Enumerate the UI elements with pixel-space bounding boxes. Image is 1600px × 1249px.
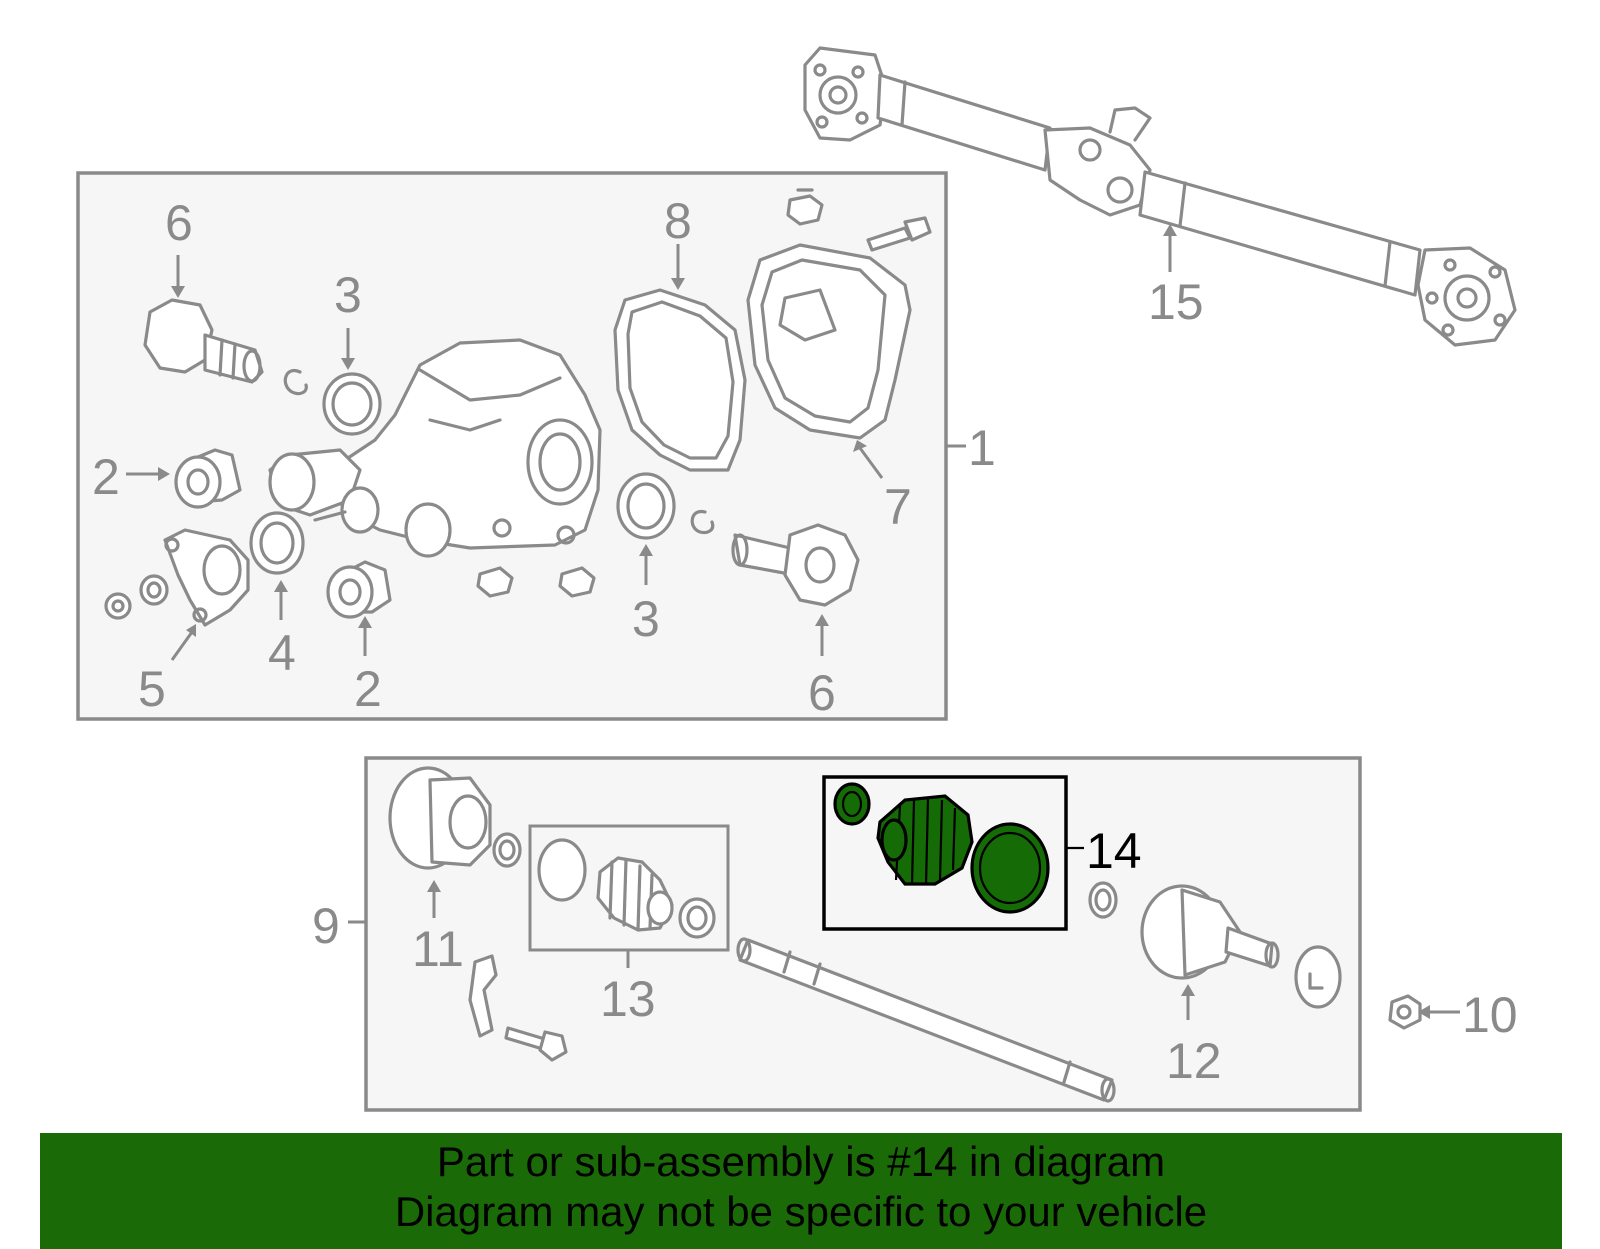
snap-ring-right[interactable] bbox=[690, 509, 715, 535]
callout-1: 1 bbox=[968, 420, 996, 476]
bracket-bolt[interactable] bbox=[504, 1026, 568, 1062]
callout-11: 11 bbox=[412, 921, 464, 977]
axle-nut-part-10[interactable] bbox=[1388, 994, 1422, 1030]
callout-8: 8 bbox=[664, 193, 692, 249]
axle-shaft[interactable] bbox=[736, 937, 1116, 1103]
banner-line-1: Part or sub-assembly is #14 in diagram bbox=[436, 1138, 1166, 1185]
differential-housing[interactable] bbox=[268, 338, 602, 558]
callout-12: 12 bbox=[1166, 1033, 1222, 1089]
callout-9: 9 bbox=[312, 898, 340, 954]
seal-part-4[interactable] bbox=[249, 511, 305, 575]
snap-ring-left[interactable] bbox=[283, 368, 308, 396]
banner-line-2: Diagram may not be specific to your vehi… bbox=[394, 1188, 1208, 1235]
vent-plug[interactable] bbox=[786, 188, 824, 226]
mount-bracket-part-5[interactable] bbox=[163, 528, 250, 627]
boot-kit-part-14-highlighted[interactable] bbox=[833, 782, 1050, 914]
hub-part-11[interactable] bbox=[388, 766, 492, 870]
callout-15: 15 bbox=[1148, 274, 1204, 330]
info-banner: Part or sub-assembly is #14 in diagram D… bbox=[40, 1133, 1562, 1249]
output-flange-right-part-6[interactable] bbox=[731, 523, 860, 607]
dust-cap[interactable] bbox=[1294, 945, 1342, 1009]
boot-kit-part-13[interactable] bbox=[537, 838, 716, 939]
seal-left-part-3[interactable] bbox=[322, 372, 382, 436]
callout-7: 7 bbox=[884, 479, 912, 535]
callout-6-bottom: 6 bbox=[808, 665, 836, 721]
cover-part-7[interactable] bbox=[746, 243, 912, 440]
clip-ring[interactable] bbox=[1088, 881, 1118, 919]
o-ring-small-left[interactable] bbox=[492, 832, 522, 868]
callout-13: 13 bbox=[600, 971, 656, 1027]
callout-2-bottom: 2 bbox=[354, 661, 382, 717]
bushing-upper-part-2[interactable] bbox=[174, 448, 242, 509]
driveshaft-part-15[interactable] bbox=[803, 46, 1517, 347]
cover-bolt[interactable] bbox=[866, 216, 932, 252]
output-flange-left-part-6[interactable] bbox=[143, 298, 264, 384]
callout-4: 4 bbox=[268, 625, 296, 681]
callout-14: 14 bbox=[1086, 823, 1142, 879]
inner-joint-part-12[interactable] bbox=[1140, 884, 1280, 980]
gasket-part-8[interactable] bbox=[613, 288, 747, 472]
washer-small[interactable] bbox=[139, 574, 169, 606]
callout-10: 10 bbox=[1462, 987, 1518, 1043]
mount-bolt-a[interactable] bbox=[476, 566, 514, 598]
nut-small[interactable] bbox=[104, 592, 132, 620]
callout-2-left: 2 bbox=[92, 449, 120, 505]
callout-6-top: 6 bbox=[165, 195, 193, 251]
bushing-lower-part-2[interactable] bbox=[326, 560, 392, 619]
callout-3-top: 3 bbox=[334, 267, 362, 323]
callout-5: 5 bbox=[138, 661, 166, 717]
heat-shield-bracket[interactable] bbox=[468, 954, 498, 1038]
callout-3-bottom: 3 bbox=[632, 591, 660, 647]
mount-bolt-b[interactable] bbox=[558, 566, 596, 598]
seal-right-part-3[interactable] bbox=[616, 472, 676, 540]
